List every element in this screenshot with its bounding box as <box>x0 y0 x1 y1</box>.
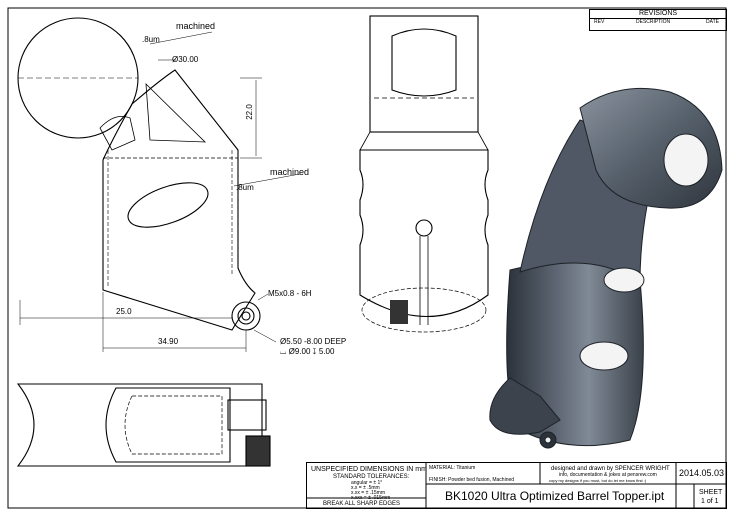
material: MATERIAL: Titanium <box>429 465 476 471</box>
tolerance-angular: angular = ± 1° <box>351 480 383 486</box>
dimension-25: 25.0 <box>116 307 132 316</box>
height-dimension: 22.0 <box>244 104 254 120</box>
break-sharp-edges: BREAK ALL SHARP EDGES <box>323 501 401 507</box>
unspecified-dimensions: UNSPECIFIED DIMENSIONS IN mm <box>311 466 427 473</box>
machined-note-mid: machined <box>270 167 310 177</box>
iso-render <box>489 87 723 449</box>
tolerance-x-xx: x.xx = ± .15mm <box>351 490 386 496</box>
front-view <box>359 15 489 333</box>
sheet-number: 1 of 1 <box>701 498 719 505</box>
tolerance-x-x: x.x = ± .5mm <box>351 485 380 491</box>
thread-callout: M5x0.8 - 6H <box>268 289 312 298</box>
top-tube-block <box>369 15 479 133</box>
lightening-hole <box>127 182 209 228</box>
sheet-label: SHEET <box>699 489 723 496</box>
part-name: BK1020 Ultra Optimized Barrel Topper.ipt <box>445 489 665 503</box>
machined-note-top: machined <box>176 21 216 31</box>
tolerances-title: STANDARD TOLERANCES: <box>333 474 410 480</box>
tolerance-x-xxx: x.xxx = ± .015mm <box>351 495 391 501</box>
hole-callout-1: Ø5.50 -8.00 DEEP <box>280 337 347 346</box>
copy-note: copy my designs if you must, but do let … <box>549 478 647 483</box>
finish: FINISH: Powder bed fusion, Machined <box>429 477 515 483</box>
barrel-outline <box>359 149 489 317</box>
designer: designed and drawn by SPENCER WRIGHT <box>551 466 670 472</box>
side-view <box>17 17 301 352</box>
rev-col-description: DESCRIPTION <box>636 19 671 25</box>
revisions-title: REVISIONS <box>590 10 726 19</box>
drawing-date: 2014.05.03 <box>679 468 725 478</box>
rev-col-date: DATE <box>706 19 719 25</box>
bottom-view <box>16 383 271 467</box>
hole-callout-2: ⌴ Ø9.00 ↧ 5.00 <box>280 347 335 356</box>
stem-outline <box>102 69 256 331</box>
title-block-grid <box>306 462 726 508</box>
revisions-table: REVISIONS REV DESCRIPTION DATE <box>589 9 727 31</box>
info-line: info, documentation & jokes at pensrew.c… <box>559 472 657 478</box>
surface-finish-mid: .8um <box>236 183 254 192</box>
surface-finish-top: .8um <box>142 35 160 44</box>
title-block: UNSPECIFIED DIMENSIONS IN mm STANDARD TO… <box>306 462 727 509</box>
render-bore <box>663 133 709 187</box>
dimension-3490: 34.90 <box>158 337 179 346</box>
rev-col-rev: REV <box>594 19 605 25</box>
diameter-dimension: Ø30.00 <box>172 55 199 64</box>
